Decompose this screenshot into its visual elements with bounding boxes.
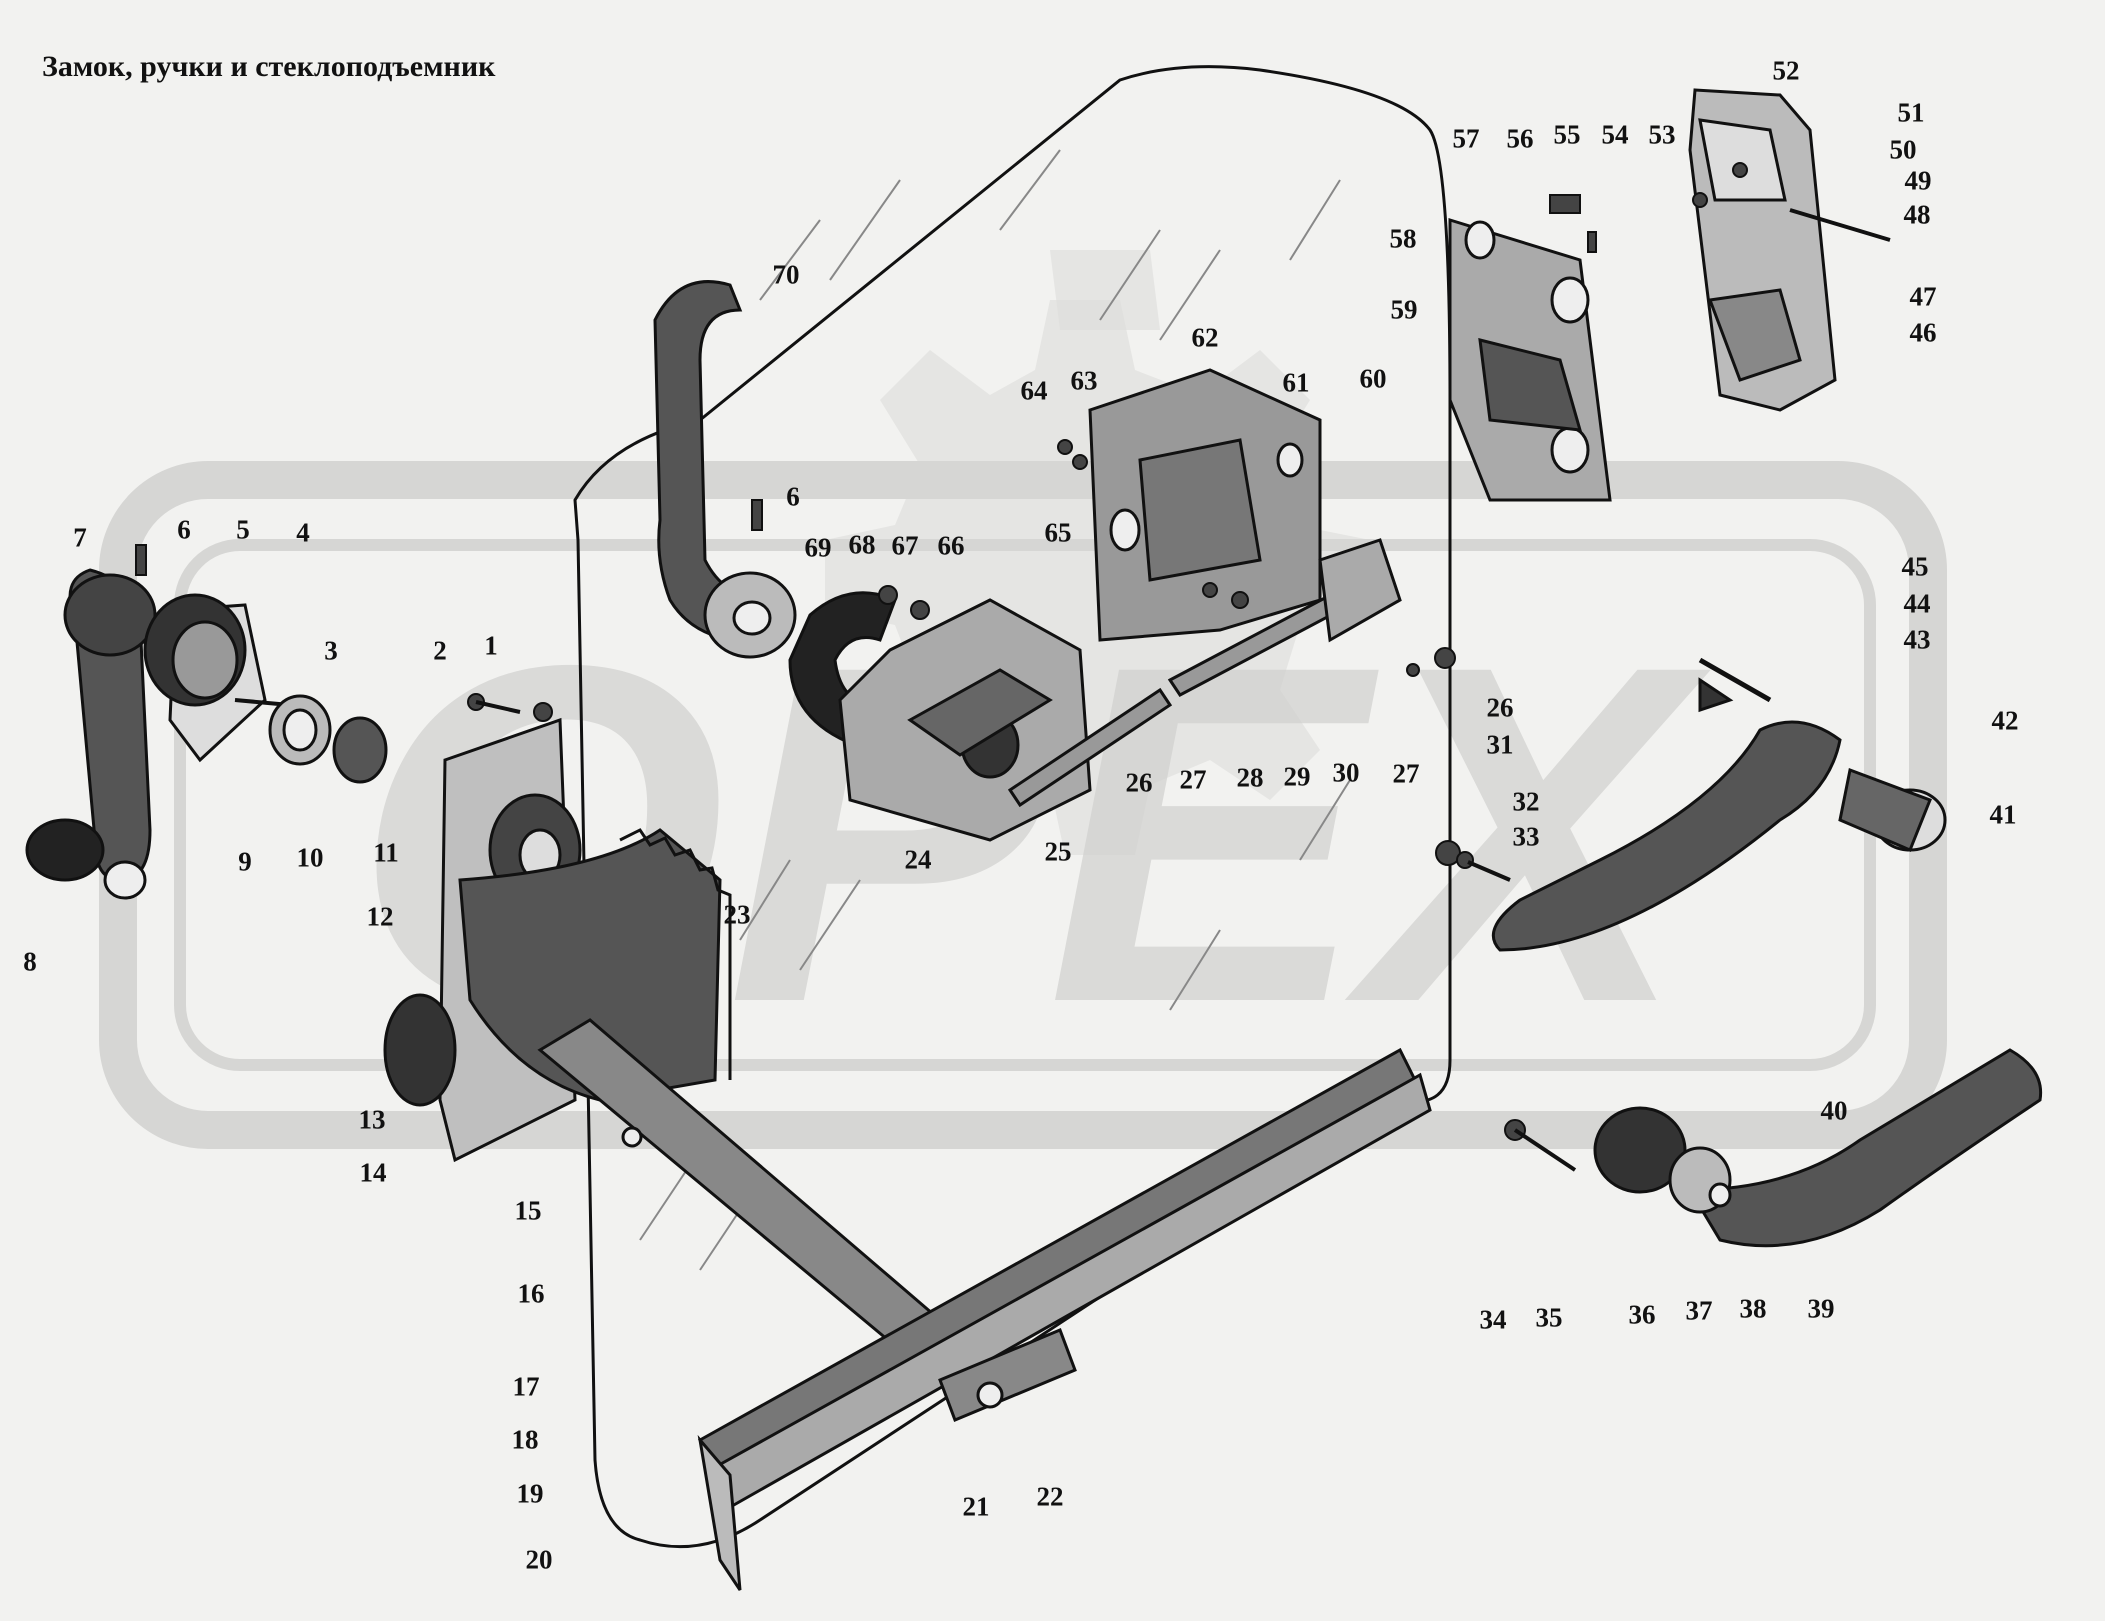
callout-47: 47 xyxy=(1909,281,1937,312)
regulator-mechanism xyxy=(383,717,943,1352)
callout-15: 15 xyxy=(514,1195,542,1226)
callout-56: 56 xyxy=(1506,123,1534,154)
callout-70: 70 xyxy=(772,259,800,290)
small-fasteners xyxy=(135,162,1748,1172)
callout-63: 63 xyxy=(1070,365,1098,396)
window-crank-handle xyxy=(25,568,157,900)
diagram-title: Замок, ручки и стеклоподъемник xyxy=(42,50,496,83)
callout-66: 66 xyxy=(937,530,965,561)
callout-50: 50 xyxy=(1889,134,1917,165)
callout-53: 53 xyxy=(1648,119,1676,150)
callout-13: 13 xyxy=(358,1104,386,1135)
callout-9: 9 xyxy=(238,846,252,877)
callout-5: 5 xyxy=(236,514,250,545)
callout-6b: 6 xyxy=(786,481,800,512)
callout-21: 21 xyxy=(962,1491,990,1522)
callout-11: 11 xyxy=(373,837,399,868)
callout-1: 1 xyxy=(484,630,498,661)
callout-40: 40 xyxy=(1820,1095,1848,1126)
callout-32: 32 xyxy=(1512,786,1540,817)
crank-rosette xyxy=(143,593,291,763)
callout-52: 52 xyxy=(1772,55,1800,86)
callout-61: 61 xyxy=(1282,367,1310,398)
exterior-door-handle xyxy=(1491,657,1947,952)
callout-22: 22 xyxy=(1036,1481,1064,1512)
callout-17: 17 xyxy=(512,1371,540,1402)
callout-20: 20 xyxy=(525,1544,553,1575)
callout-24: 24 xyxy=(904,844,932,875)
callout-12: 12 xyxy=(366,901,394,932)
callout-36: 36 xyxy=(1628,1299,1656,1330)
callout-42: 42 xyxy=(1991,705,2019,736)
callout-18: 18 xyxy=(511,1424,539,1455)
callout-43: 43 xyxy=(1903,624,1931,655)
striker-plate xyxy=(1448,217,1612,502)
glass-streaks xyxy=(639,149,1351,1271)
callout-26: 26 xyxy=(1125,767,1153,798)
callout-39: 39 xyxy=(1807,1293,1835,1324)
callout-54: 54 xyxy=(1601,119,1629,150)
callout-19: 19 xyxy=(516,1478,544,1509)
callout-44: 44 xyxy=(1903,588,1931,619)
callout-58: 58 xyxy=(1389,223,1417,254)
callout-60: 60 xyxy=(1359,363,1387,394)
callout-65: 65 xyxy=(1044,517,1072,548)
callout-31: 31 xyxy=(1486,729,1514,760)
callout-34: 34 xyxy=(1479,1304,1507,1335)
callout-33: 33 xyxy=(1512,821,1540,852)
callout-16: 16 xyxy=(517,1278,545,1309)
locking-exterior-handle xyxy=(1593,1048,2043,1248)
callout-3: 3 xyxy=(324,635,338,666)
callout-6: 6 xyxy=(177,514,191,545)
callout-27: 27 xyxy=(1179,764,1207,795)
callout-38: 38 xyxy=(1739,1293,1767,1324)
callout-2: 2 xyxy=(433,635,447,666)
lock-plate xyxy=(1088,368,1402,643)
callout-30: 30 xyxy=(1332,757,1360,788)
callout-45: 45 xyxy=(1901,551,1929,582)
callout-59: 59 xyxy=(1390,294,1418,325)
callout-48: 48 xyxy=(1903,199,1931,230)
glass-lower-channel xyxy=(697,1047,1432,1591)
callout-57: 57 xyxy=(1452,123,1480,154)
callout-23: 23 xyxy=(723,899,751,930)
callout-14: 14 xyxy=(359,1157,387,1188)
callout-35: 35 xyxy=(1535,1302,1563,1333)
callout-7: 7 xyxy=(73,522,87,553)
callout-68: 68 xyxy=(848,529,876,560)
callout-37: 37 xyxy=(1685,1295,1713,1326)
dovetail-wedge xyxy=(1688,88,1891,412)
door-glass xyxy=(573,65,1452,1549)
callout-8: 8 xyxy=(23,946,37,977)
callout-27b: 27 xyxy=(1392,758,1420,789)
callout-49: 49 xyxy=(1904,165,1932,196)
callout-46: 46 xyxy=(1909,317,1937,348)
crank-spring-washer xyxy=(268,694,388,784)
callout-41: 41 xyxy=(1989,799,2017,830)
callout-51: 51 xyxy=(1897,97,1925,128)
callout-29: 29 xyxy=(1283,761,1311,792)
callout-55: 55 xyxy=(1553,119,1581,150)
callout-67: 67 xyxy=(891,530,919,561)
callout-25: 25 xyxy=(1044,836,1072,867)
callout-10: 10 xyxy=(296,842,324,873)
callout-4: 4 xyxy=(296,517,310,548)
callout-26b: 26 xyxy=(1486,692,1514,723)
callout-62: 62 xyxy=(1191,322,1219,353)
lock-mechanism xyxy=(838,588,1353,842)
callout-69: 69 xyxy=(804,532,832,563)
interior-door-handle xyxy=(653,280,797,659)
callout-28: 28 xyxy=(1236,762,1264,793)
callout-64: 64 xyxy=(1020,375,1048,406)
